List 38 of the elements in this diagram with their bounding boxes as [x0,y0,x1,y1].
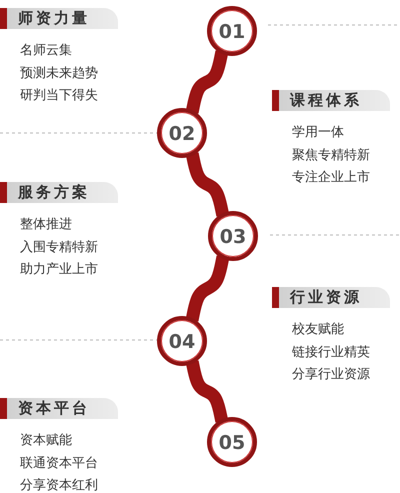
heading-band [272,90,390,111]
list-item: 助力产业上市 [20,261,98,279]
list-item: 联通资本平台 [20,454,98,472]
list-item: 链接行业精英 [292,344,370,362]
list-item: 名师云集 [20,42,73,60]
section-heading: 服务方案 [18,183,90,202]
connector [186,359,228,424]
step-number: 05 [218,432,246,454]
step-number: 04 [168,331,196,353]
list-item: 分享行业资源 [292,366,370,384]
list-item: 资本赋能 [20,432,73,450]
number-circle [157,316,207,366]
list-item: 整体推进 [20,216,73,234]
number-circle [207,417,257,467]
number-circle [207,6,257,56]
heading-band [0,8,118,29]
step-number: 02 [168,123,196,145]
section-heading: 课程体系 [290,91,362,110]
list-item: 聚焦专精特新 [292,146,370,164]
list-item: 研判当下得失 [20,87,98,105]
section-heading: 资本平台 [18,399,90,418]
list-item: 学用一体 [292,124,345,142]
connector [186,151,230,218]
number-circle [208,211,258,261]
heading-band [272,287,390,308]
step-number: 01 [218,21,246,43]
heading-band [0,182,118,203]
list-item: 校友赋能 [292,321,345,339]
section-heading: 行业资源 [290,288,362,307]
list-item: 专注企业上市 [292,169,370,187]
list-item: 入围专精特新 [20,238,98,256]
list-item: 预测未来趋势 [20,64,98,82]
heading-band [0,398,118,419]
step-number: 03 [218,226,248,248]
number-circle [157,108,207,158]
section-heading: 师资力量 [18,9,90,28]
list-item: 分享资本红利 [20,477,98,493]
connector [186,254,230,322]
